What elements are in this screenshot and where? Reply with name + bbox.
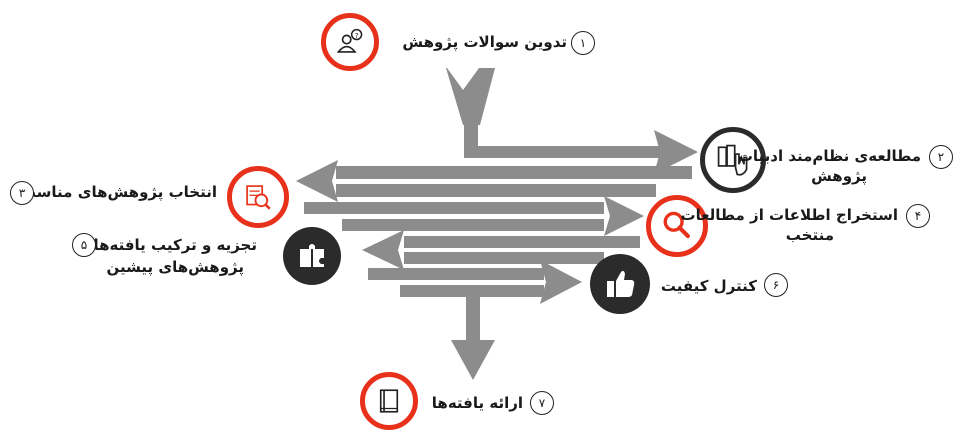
step5-label-line1: تجزیه و ترکیب یافته‌های bbox=[79, 236, 257, 254]
step6-number: ۶ bbox=[764, 273, 788, 297]
step2-number: ۲ bbox=[929, 145, 953, 169]
arrowhead-step3 bbox=[296, 160, 338, 202]
step1-icon-circle: ? bbox=[321, 13, 379, 71]
entry-stem bbox=[464, 118, 478, 152]
step1-label: تدوین سوالات پژوهش bbox=[402, 33, 567, 51]
arrowhead-step5 bbox=[362, 230, 404, 270]
arrowhead-step4 bbox=[604, 196, 644, 236]
arrowhead-step2 bbox=[654, 130, 698, 174]
step3-label: انتخاب پژوهش‌های مناسب bbox=[20, 183, 217, 201]
arrowhead-step6 bbox=[540, 260, 582, 304]
step5-label-line2: پژوهش‌های پیشین bbox=[106, 258, 244, 276]
step4-label-line1: استخراج اطلاعات از مطالعات bbox=[680, 206, 899, 224]
step4-label-line2: منتخب bbox=[785, 226, 834, 244]
path-to-step7 bbox=[466, 297, 480, 343]
step7-label: ارائه یافته‌ها bbox=[431, 394, 523, 412]
svg-text:?: ? bbox=[355, 32, 359, 40]
step2-label-line2: پژوهش bbox=[811, 167, 867, 185]
path-to-step2 bbox=[464, 146, 686, 158]
step7-icon-circle bbox=[360, 372, 418, 430]
step7-number: ۷ bbox=[530, 391, 554, 415]
puzzle-icon bbox=[300, 244, 324, 267]
book-icon bbox=[379, 389, 399, 413]
step4-icon-circle bbox=[646, 195, 708, 257]
step2-icon-circle bbox=[700, 127, 766, 193]
step5-number: ۵ bbox=[72, 233, 96, 257]
step6-label: کنترل کیفیت bbox=[660, 277, 757, 295]
document-search-icon bbox=[246, 185, 271, 210]
step5-icon-circle bbox=[283, 227, 341, 285]
books-hand-icon bbox=[717, 144, 748, 176]
person-question-icon: ? bbox=[336, 28, 363, 53]
step1-number: ۱ bbox=[571, 31, 595, 55]
thumbs-up-icon bbox=[607, 270, 635, 297]
step4-number: ۴ bbox=[906, 204, 930, 228]
entry-chevron bbox=[446, 68, 495, 125]
magnifier-icon bbox=[663, 211, 690, 239]
arrowhead-step7 bbox=[451, 340, 495, 380]
step3-number: ۳ bbox=[10, 181, 34, 205]
step3-icon-circle bbox=[227, 166, 289, 228]
step2-label-line1: مطالعه‌ی نظام‌مند ادبیات bbox=[737, 147, 921, 165]
step6-icon-circle bbox=[590, 254, 650, 314]
